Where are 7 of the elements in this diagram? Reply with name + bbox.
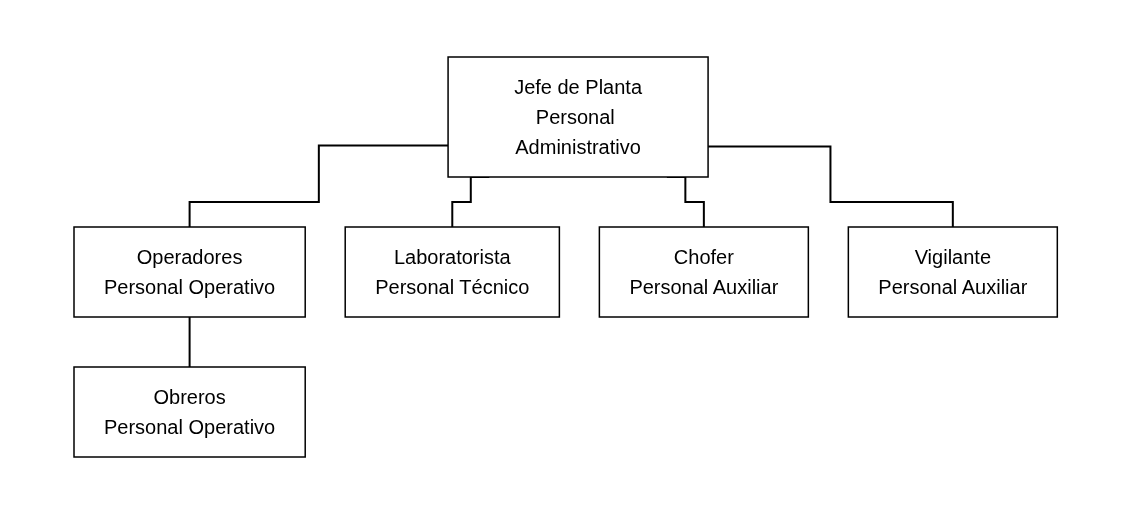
node-box: Laboratorista Personal Técnico [344,225,561,318]
node-box: Chofer Personal Auxiliar [598,225,810,318]
node-box: Operadores Personal Operativo [73,225,307,318]
node-box: Jefe de Planta Personal Administrativo [447,55,710,178]
connector [188,315,191,368]
node-box: Obreros Personal Operativo [73,365,307,458]
node-box: Vigilante Personal Auxiliar [847,225,1059,318]
